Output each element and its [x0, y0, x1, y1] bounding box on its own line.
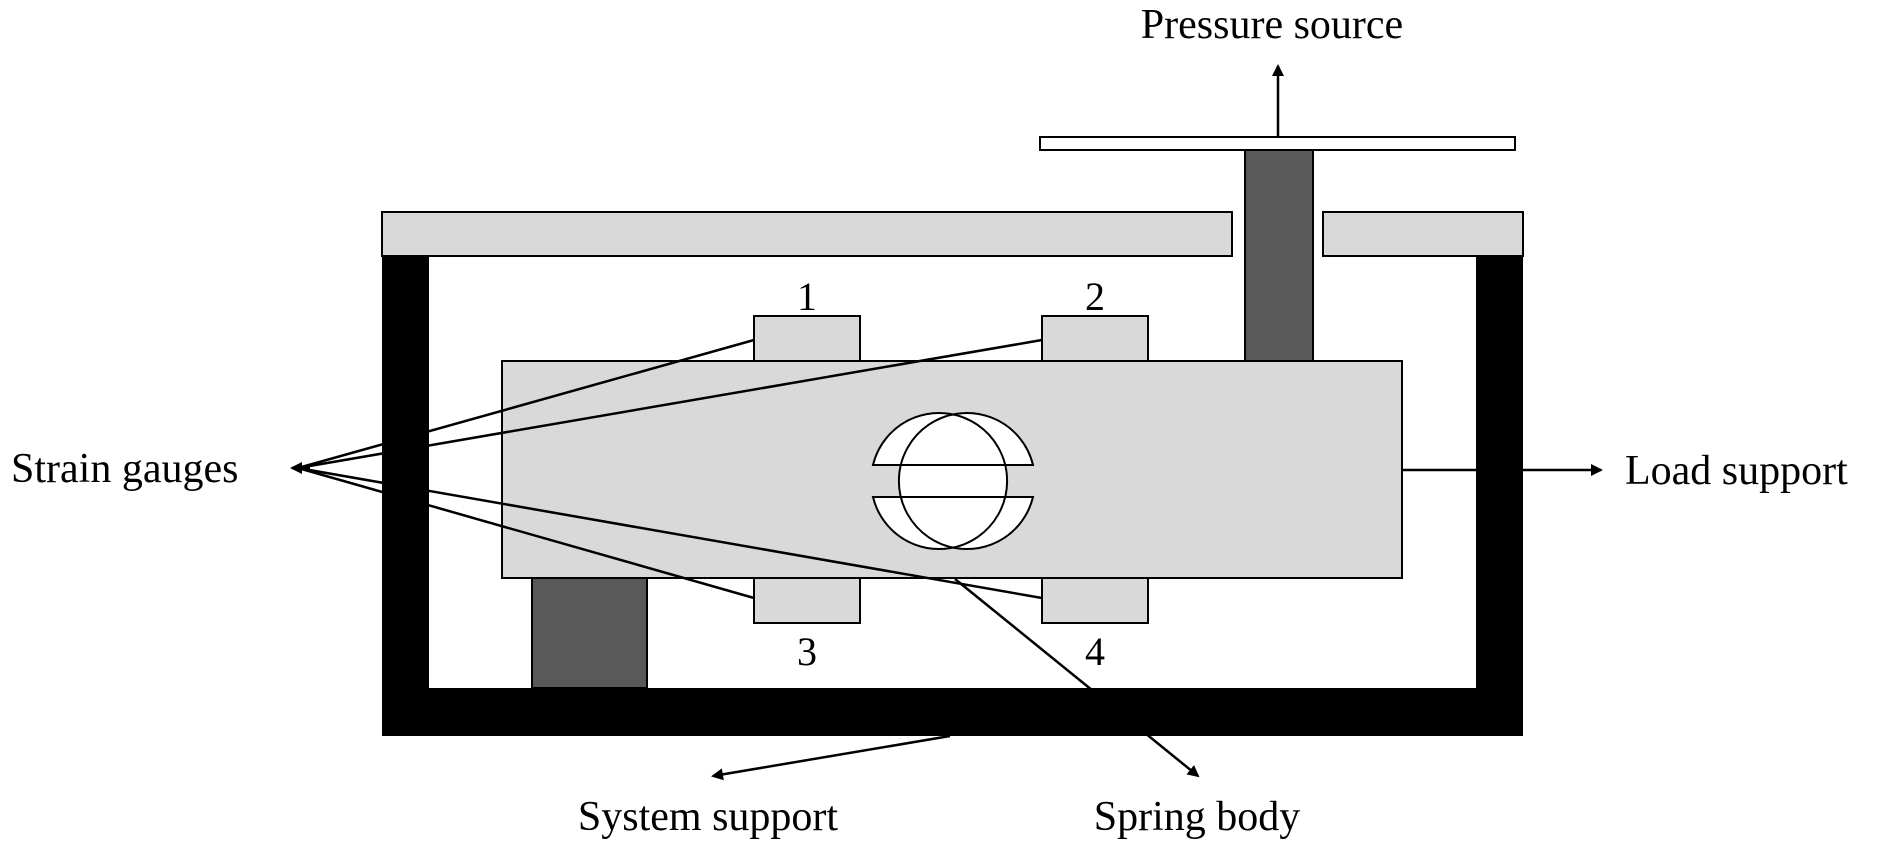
frame-right-wall	[1476, 248, 1523, 736]
gauge-number-4: 4	[1085, 629, 1105, 674]
spring-body-cutout	[871, 412, 1035, 550]
label-strain-gauges: Strain gauges	[11, 446, 238, 492]
pressure-plate	[1039, 136, 1516, 151]
label-system-support: System support	[578, 794, 839, 840]
label-spring-body: Spring body	[1094, 794, 1301, 840]
strain-gauge-4	[1041, 577, 1149, 624]
gauge-number-3: 3	[797, 629, 817, 674]
label-pressure-source: Pressure source	[1141, 2, 1403, 48]
leader-line-gauge-4	[297, 466, 1043, 600]
label-load-support: Load support	[1625, 448, 1848, 494]
gauge-number-1: 1	[797, 274, 817, 319]
leader-line-gauge-2	[297, 338, 1043, 470]
system-support-arrow	[711, 734, 951, 781]
pressure-post	[1244, 149, 1314, 362]
frame-left-wall	[382, 248, 429, 736]
leader-line-gauge-3	[297, 466, 755, 600]
frame-bottom	[382, 688, 1523, 736]
gauge-number-2: 2	[1085, 274, 1105, 319]
strain-gauge-1	[753, 315, 861, 362]
top-cover-left	[381, 211, 1233, 257]
spring-body-arrow	[954, 578, 1200, 778]
top-cover-right	[1322, 211, 1524, 257]
system-support-post	[531, 577, 648, 689]
leader-line-gauge-1	[297, 338, 755, 470]
strain-gauge-2	[1041, 315, 1149, 362]
strain-gauge-3	[753, 577, 861, 624]
